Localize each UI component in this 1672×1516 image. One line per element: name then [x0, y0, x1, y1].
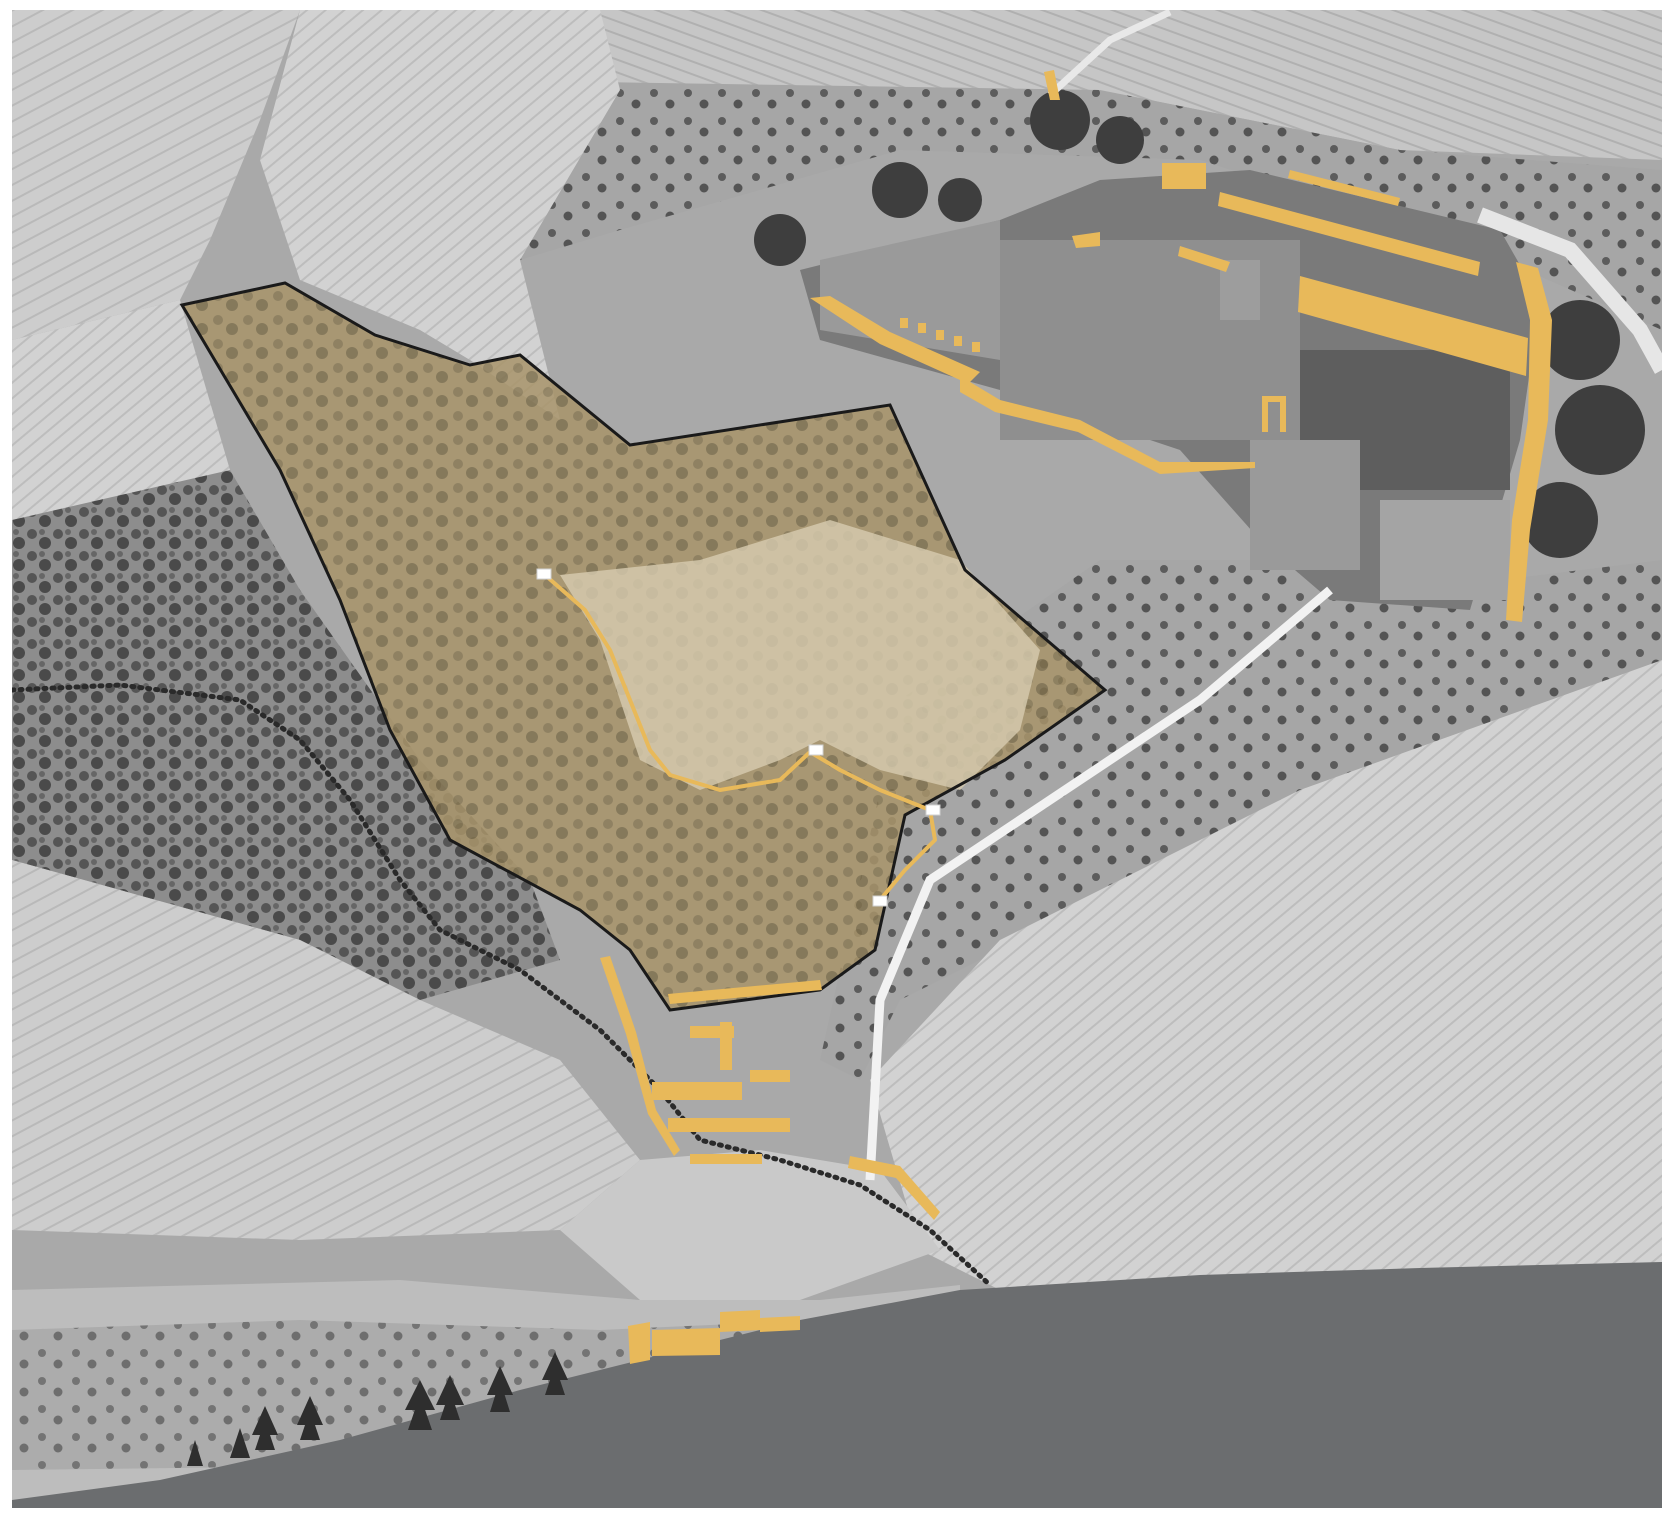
highlight-connector: [1072, 232, 1100, 248]
conifer-tree-icon: [436, 1375, 464, 1420]
field-right-large: [870, 660, 1662, 1290]
highlight-block-small: [1162, 163, 1206, 189]
highlight-section-buildings: [628, 1310, 800, 1364]
highlight-strip: [1178, 246, 1230, 272]
highlight-block-east: [1298, 276, 1528, 376]
conifer-tree-icon: [297, 1396, 323, 1440]
field-top-left: [12, 10, 300, 340]
conifer-tree-icon: [230, 1428, 250, 1458]
white-square-marker-icon: [872, 895, 888, 907]
field-top-right: [560, 10, 1662, 160]
field-left-upper: [12, 300, 230, 520]
highlight-wall-small: [1044, 70, 1060, 100]
route-markers: [536, 568, 941, 907]
conifer-tree-icon: [542, 1352, 568, 1395]
tree-clusters: [754, 90, 1645, 558]
highlight-mill-outflow: [848, 1156, 940, 1220]
highlight-wall-west: [810, 296, 1255, 474]
conifer-trees: [187, 1352, 568, 1466]
plot-boundary: [179, 281, 1108, 1012]
conifer-tree-icon: [487, 1366, 513, 1412]
field-left-lower: [12, 860, 640, 1240]
road-right: [1477, 207, 1662, 374]
field-center-lower: [560, 1150, 940, 1300]
white-square-marker-icon: [925, 804, 941, 816]
conifer-tree-icon: [405, 1380, 435, 1430]
wooded-slope-left: [12, 470, 560, 1000]
highlight-wall-east: [1506, 262, 1552, 622]
highlight-mill-block-6: [690, 1154, 762, 1164]
white-square-marker-icon: [536, 568, 552, 580]
road-top: [1047, 10, 1172, 98]
highlight-mill-block-2: [668, 1118, 790, 1132]
ochre-route: [543, 573, 937, 902]
road-main: [865, 586, 1333, 1181]
scrub-top-band: [470, 80, 1662, 330]
terrain-section: [12, 1262, 1662, 1508]
conifer-tree-icon: [187, 1440, 203, 1466]
highlight-mill-wall-west: [600, 956, 680, 1156]
plot-field-light: [560, 520, 1040, 790]
field-top-middle: [260, 10, 620, 420]
highlight-mill-block-4: [720, 1022, 732, 1070]
highlight-mill-block-5: [750, 1070, 790, 1082]
white-square-marker-icon: [808, 744, 824, 756]
monastery-complex: [800, 170, 1540, 610]
conifer-tree-icon: [252, 1406, 278, 1450]
highlight-doorway: [1262, 396, 1286, 432]
highlighted-structures: [600, 70, 1552, 1364]
highlight-bar-roof: [1288, 170, 1400, 206]
highlight-bar-north: [1218, 192, 1480, 276]
dotted-track-left: [12, 682, 993, 1288]
highlight-mill-block-1: [652, 1082, 742, 1100]
highlight-mill-wall-north: [668, 980, 822, 1004]
